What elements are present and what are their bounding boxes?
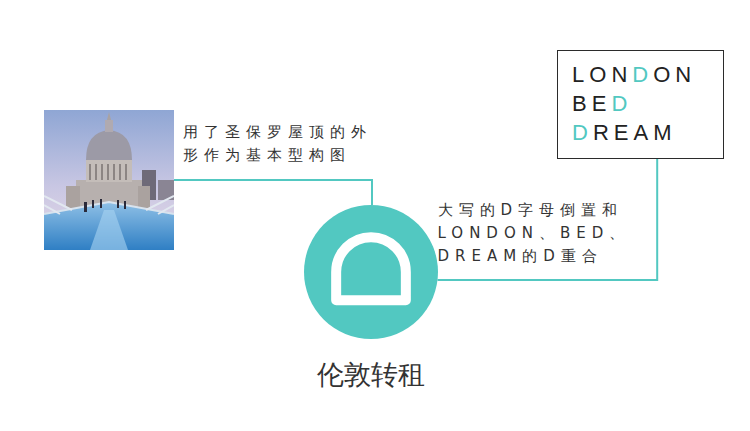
photo-drum xyxy=(86,160,132,182)
wordmark-text: LONDON BED DREAM xyxy=(572,60,707,147)
wordmark-letter: O xyxy=(653,62,675,87)
wordmark-letter: N xyxy=(675,62,696,87)
wordmark-letter: D xyxy=(632,62,653,87)
photo-columns xyxy=(89,164,127,180)
wordmark-letter: O xyxy=(589,62,611,87)
logo-circle: 伦敦转租 xyxy=(304,205,438,339)
inverted-d-symbol xyxy=(336,237,406,300)
circle-shape xyxy=(304,205,438,339)
wordmark-letter: D xyxy=(572,120,593,145)
photo-cross xyxy=(107,112,111,120)
wordmark-letter: L xyxy=(572,62,589,87)
photo-cathedral-wing xyxy=(138,186,150,208)
wordmark-letter: E xyxy=(592,91,612,116)
connector-line xyxy=(438,159,658,280)
photo-lantern xyxy=(105,120,113,132)
wordmark-letter: B xyxy=(572,91,592,116)
wordmark-box: LONDON BED DREAM xyxy=(557,50,724,159)
photo-reflection xyxy=(90,210,128,250)
photo-sky xyxy=(44,110,174,250)
annotation-note: 用了圣保罗屋顶的外 形作为基本型构图 xyxy=(183,121,388,167)
photo-bridge xyxy=(44,202,174,250)
brand-name: 伦敦转租 xyxy=(264,357,478,392)
photo xyxy=(44,110,174,250)
circle-fill xyxy=(304,205,438,339)
wordmark-letter: N xyxy=(611,62,632,87)
wordmark-letter: E xyxy=(614,120,634,145)
wordmark-letter: M xyxy=(653,120,676,145)
wordmark-letter: D xyxy=(611,91,632,116)
photo-dome xyxy=(86,130,132,160)
wordmark-letter: R xyxy=(593,120,614,145)
leader-line xyxy=(174,180,372,205)
photo-cathedral-wing xyxy=(66,186,80,208)
wordmark-letter: A xyxy=(633,120,653,145)
connector-label: 大写的D字母倒置和 LONDON、BED、 DREAM的D重合 xyxy=(438,199,643,268)
